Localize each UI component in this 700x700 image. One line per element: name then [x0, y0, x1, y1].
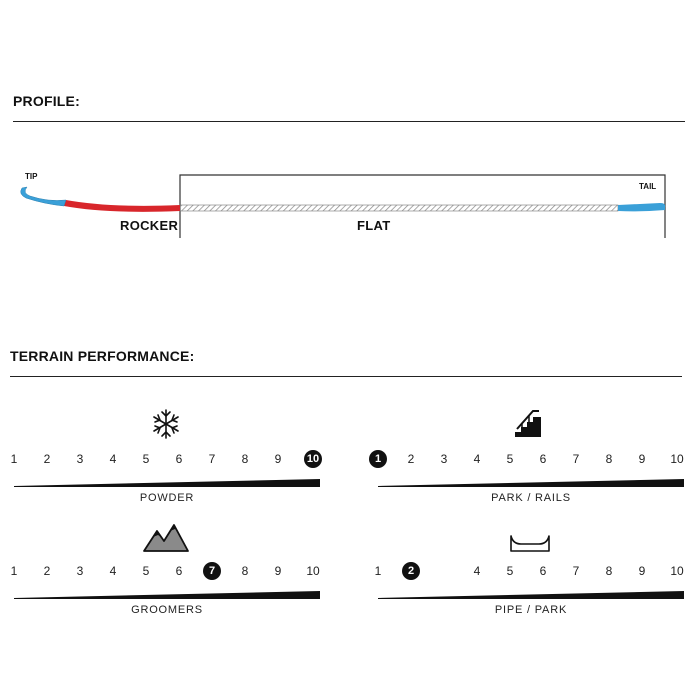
rating-number: 2	[407, 452, 415, 466]
scale-label: PIPE / PARK	[494, 604, 568, 616]
rating-number: 10	[306, 564, 320, 578]
terrain-divider	[10, 376, 682, 377]
rating-number: 2	[43, 452, 51, 466]
rating-number: 4	[473, 564, 481, 578]
halfpipe-icon	[510, 535, 550, 552]
rating-number: 1	[10, 452, 18, 466]
powder-rating-scale: 1 2 3 4 5 6 7 8 9 10 POWDER	[11, 450, 322, 550]
rating-number: 5	[506, 564, 514, 578]
rating-number: 4	[109, 452, 117, 466]
rating-number: 7	[572, 564, 580, 578]
rating-number: 6	[175, 564, 183, 578]
scale-numbers: 1 2 3 4 5 6 7 8 9 10	[369, 450, 686, 470]
profile-heading: PROFILE:	[13, 93, 80, 109]
rating-number: 4	[473, 452, 481, 466]
profile-divider	[13, 121, 685, 122]
scale-label: PARK / RAILS	[491, 492, 571, 504]
rating-number: 3	[440, 452, 448, 466]
mountains-icon	[143, 524, 189, 552]
flat-label: FLAT	[357, 218, 391, 233]
scale-label: GROOMERS	[131, 604, 203, 616]
selected-rating-marker: 10	[304, 450, 322, 468]
selected-rating-marker: 7	[203, 562, 221, 580]
scale-numbers: 1 2 3 4 5 6 7 8 9 10	[11, 450, 322, 470]
snowflake-icon	[153, 409, 179, 439]
selected-rating-marker: 1	[369, 450, 387, 468]
rating-number: 3	[76, 452, 84, 466]
rocker-label: ROCKER	[120, 218, 179, 233]
rating-number: 5	[142, 564, 150, 578]
rating-number: 8	[241, 564, 249, 578]
rating-number: 7	[572, 452, 580, 466]
rating-number: 6	[175, 452, 183, 466]
rating-number: 6	[539, 564, 547, 578]
rating-number: 10	[670, 564, 684, 578]
rating-number: 6	[539, 452, 547, 466]
scale-wedge	[378, 479, 684, 487]
rating-number: 9	[638, 452, 646, 466]
tip-section	[20, 186, 67, 207]
selected-rating-marker: 2	[402, 562, 420, 580]
rating-number: 5	[142, 452, 150, 466]
terrain-heading: TERRAIN PERFORMANCE:	[10, 348, 195, 364]
camber-profile-diagram	[20, 174, 666, 238]
rating-number: 9	[638, 564, 646, 578]
rail-stairs-icon	[515, 410, 541, 437]
rating-number: 2	[43, 564, 51, 578]
rating-number: 1	[374, 564, 382, 578]
tip-label: TIP	[25, 172, 38, 181]
pipe-park-rating-scale: 1 2 4 5 6 7 8 9 10 PIPE / PARK	[375, 562, 686, 662]
rating-number: 10	[670, 452, 684, 466]
rating-number: 1	[10, 564, 18, 578]
tail-label: TAIL	[639, 182, 657, 191]
scale-wedge	[378, 591, 684, 599]
groomers-rating-scale: 1 2 3 4 5 6 7 8 9 10 GROOMERS	[11, 562, 322, 662]
rating-number: 7	[208, 452, 216, 466]
rating-number: 8	[241, 452, 249, 466]
tail-section	[618, 203, 666, 212]
rating-number: 4	[109, 564, 117, 578]
flat-section	[179, 204, 619, 212]
rating-number: 5	[506, 452, 514, 466]
scale-wedge	[14, 479, 320, 487]
rating-number: 3	[76, 564, 84, 578]
scale-wedge	[14, 591, 320, 599]
rating-number: 9	[274, 452, 282, 466]
scale-label: POWDER	[139, 492, 195, 504]
rocker-section	[64, 200, 180, 212]
scale-numbers: 1 2 3 4 5 6 7 8 9 10	[11, 562, 322, 582]
park-rails-rating-scale: 1 2 3 4 5 6 7 8 9 10 PARK / RAILS	[369, 450, 686, 550]
rating-number: 9	[274, 564, 282, 578]
rating-number: 8	[605, 564, 613, 578]
rating-number	[435, 562, 453, 580]
scale-numbers: 1 2 4 5 6 7 8 9 10	[375, 562, 686, 582]
rating-number: 8	[605, 452, 613, 466]
